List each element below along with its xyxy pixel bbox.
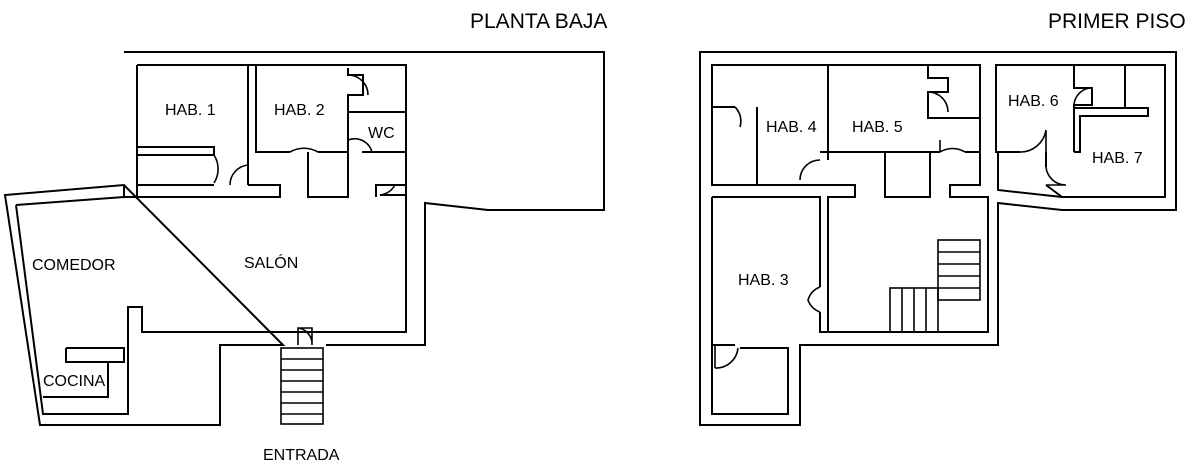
comedor-wall-line [15, 195, 407, 415]
room-label-hab5: HAB. 5 [852, 119, 903, 136]
door-hab2-closet [347, 74, 369, 96]
internal-stairs [889, 239, 981, 333]
hab1-closet [137, 146, 215, 156]
hab1-wall [136, 65, 281, 198]
wc-wall [375, 152, 407, 197]
first-floor-title: PRIMER PISO [1048, 10, 1186, 33]
hab4-wall [756, 65, 980, 198]
room-label-cocina: COCINA [43, 373, 106, 390]
room-label-hab2: HAB. 2 [274, 102, 325, 119]
room-label-hab7: HAB. 7 [1092, 150, 1143, 167]
door-hab5-closet [927, 91, 949, 113]
door-hab4 [734, 106, 742, 128]
door-hab1 [213, 154, 219, 184]
door-hab2 [289, 147, 319, 153]
door-hab6-closet [1073, 87, 1093, 106]
door-bath [714, 345, 739, 369]
room-label-wc: WC [368, 125, 395, 142]
room-label-hab3: HAB. 3 [738, 272, 789, 289]
first-floor-inner-wall [711, 64, 989, 333]
hab6-wall [996, 65, 1149, 198]
door-hab3 [807, 286, 821, 313]
door-hab5 [939, 140, 966, 153]
room-label-hab1: HAB. 1 [165, 102, 216, 119]
room-label-comedor: COMEDOR [32, 257, 116, 274]
room-label-hab4: HAB. 4 [766, 119, 817, 136]
ground-floor-plan: PLANTA BAJA HAB. 1 HAB. 2 WC COMEDOR SAL… [3, 10, 607, 464]
hab5-closet [927, 65, 980, 119]
room-label-salon: SALÓN [244, 253, 298, 272]
hab2-wall [255, 65, 406, 198]
door-salon-2 [379, 184, 396, 196]
ground-floor-title: PLANTA BAJA [470, 10, 607, 33]
door-salon-entry [297, 327, 313, 346]
door-hallway [229, 164, 249, 186]
hab3-wall [711, 196, 828, 415]
hab2-closet [347, 68, 364, 112]
door-hab7 [1045, 166, 1067, 186]
entrance-label: ENTRADA [263, 447, 340, 464]
first-floor-plan: PRIMER PISO HAB. 4 HAB. 5 HAB. 6 HAB. 7 … [699, 10, 1186, 426]
door-hab6 [1019, 129, 1047, 153]
first-floor-outer-wall [699, 51, 1177, 426]
cocina-counter [43, 347, 125, 398]
entrance-stairs [280, 347, 324, 425]
door-wc [347, 137, 373, 153]
room-label-hab6: HAB. 6 [1008, 93, 1059, 110]
door-hab4-b [799, 159, 821, 181]
